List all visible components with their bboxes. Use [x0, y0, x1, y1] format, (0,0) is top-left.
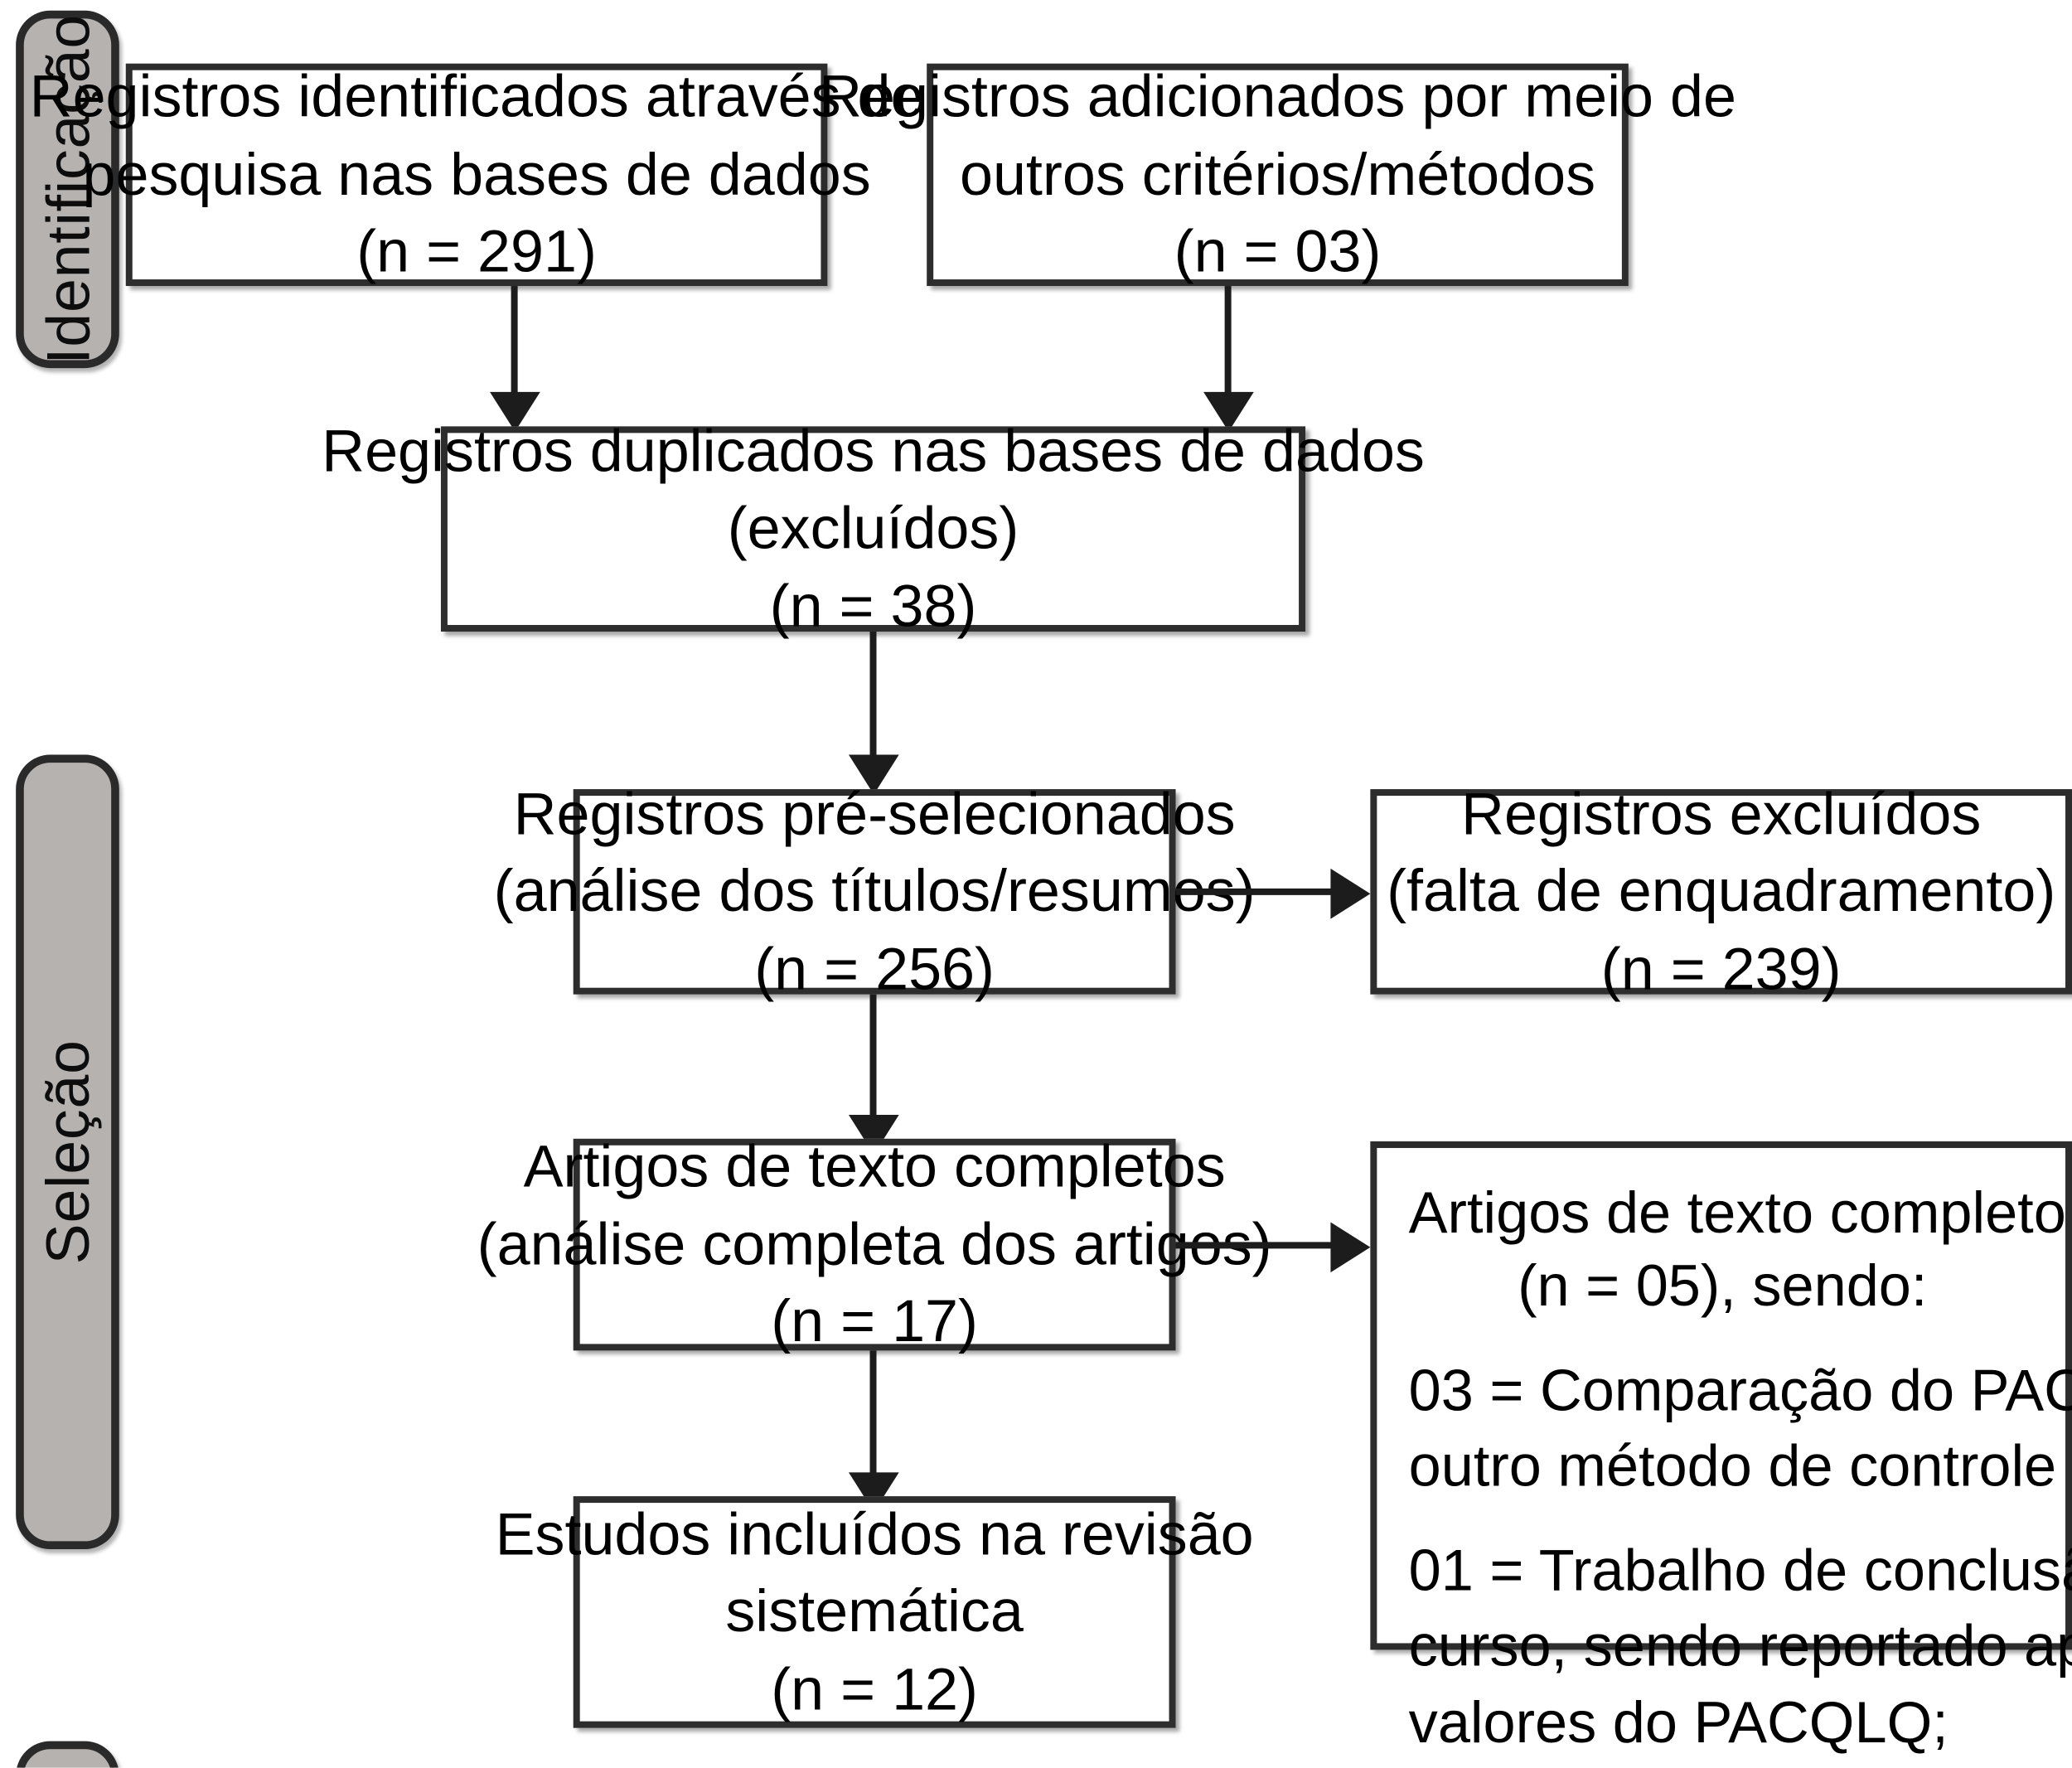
reason-2-line-1: 01 = Trabalho de conclusão de [1408, 1538, 2072, 1604]
box-duplicates-line-2: (excluídos) [727, 494, 1019, 562]
box-records-screened: Registros pré-selecionados (análise dos … [494, 779, 1256, 1001]
stage-label-selecao-duplicate: Seleção [32, 1039, 103, 1265]
box-records-excluded: Registros excluídos (falta de enquadrame… [1370, 779, 2072, 1002]
box-records-excluded-line-2: (falta de enquadramento) [1387, 856, 2056, 925]
reason-2-line-3: valores do PACQLQ; [1408, 1690, 1949, 1756]
box-fulltext-excluded-reason-1: 03 = Comparação do PACQLQ com outro méto… [1408, 1353, 2072, 1504]
box-records-additional: Registros adicionados por meio de outros… [819, 62, 1736, 287]
connector-screened-to-excluded [1175, 888, 1335, 895]
box-fulltext-articles-line-1: Artigos de texto completos [523, 1132, 1226, 1200]
arrow-screened-to-excluded [1330, 868, 1371, 919]
connector-fulltext-to-excluded [1175, 1242, 1335, 1249]
stage-bar-identificacao: Identificação [16, 10, 119, 369]
connector-additional-to-duplicates [1224, 286, 1232, 400]
box-duplicates-line-3: (n = 38) [769, 571, 977, 640]
arrow-additional-to-duplicates [1203, 391, 1254, 432]
box-included-studies-line-3: (n = 12) [771, 1654, 978, 1722]
arrow-duplicates-to-screened [848, 754, 899, 795]
box-records-additional-line-1: Registros adicionados por meio de [819, 62, 1736, 130]
reason-1-line-1: 03 = Comparação do PACQLQ com [1408, 1358, 2072, 1424]
box-included-studies: Estudos incluídos na revisão sistemática… [496, 1496, 1254, 1728]
box-fulltext-articles: Artigos de texto completos (análise comp… [477, 1132, 1272, 1354]
box-duplicates-excluded: Registros duplicados nas bases de dados … [322, 417, 1425, 639]
reason-2-line-2: curso, sendo reportado apenas os [1408, 1614, 2072, 1680]
box-records-screened-line-1: Registros pré-selecionados [513, 779, 1236, 847]
connector-fulltext-to-included [869, 1350, 877, 1484]
box-fulltext-excluded: Artigos de texto completo excluídos (n =… [1370, 1141, 2072, 1756]
box-duplicates-line-1: Registros duplicados nas bases de dados [322, 416, 1425, 485]
box-records-identified-line-1: Registros identificados através de [29, 62, 924, 130]
connector-screened-to-fulltext [869, 994, 877, 1125]
box-included-studies-line-1: Estudos incluídos na revisão [495, 1499, 1254, 1567]
connector-identified-to-duplicates [511, 286, 518, 400]
box-fulltext-excluded-head-1: Artigos de texto completo excluídos [1408, 1180, 2072, 1247]
box-records-additional-line-3: (n = 03) [1174, 217, 1382, 285]
box-fulltext-excluded-reason-2: 01 = Trabalho de conclusão de curso, sen… [1408, 1533, 2072, 1761]
box-records-identified: Registros identificados através de pesqu… [30, 62, 924, 287]
box-included-studies-line-2: sistemática [725, 1577, 1024, 1645]
box-records-screened-line-2: (análise dos títulos/resumos) [493, 856, 1256, 925]
box-records-excluded-line-1: Registros excluídos [1461, 779, 1982, 847]
box-fulltext-articles-line-2: (análise completa dos artigos) [477, 1209, 1272, 1278]
stage-bar-selecao-body: Seleção [16, 754, 119, 1550]
reason-1-line-2: outro método de controle da asma; [1408, 1434, 2072, 1499]
arrow-fulltext-to-excluded [1330, 1222, 1371, 1273]
stage-bar-elegibilidade: Elegibilidade [16, 1741, 119, 1768]
box-records-excluded-line-3: (n = 239) [1600, 934, 1842, 1002]
box-records-identified-line-3: (n = 291) [356, 217, 597, 285]
box-records-screened-line-3: (n = 256) [754, 934, 995, 1002]
box-fulltext-articles-line-3: (n = 17) [771, 1287, 978, 1355]
box-records-additional-line-2: outros critérios/métodos [959, 139, 1596, 208]
box-fulltext-excluded-head-2: (n = 05), sendo: [1518, 1254, 1928, 1320]
box-records-identified-line-2: pesquisa nas bases de dados [82, 139, 871, 208]
arrow-identified-to-duplicates [490, 391, 540, 432]
connector-duplicates-to-screened [869, 631, 877, 764]
